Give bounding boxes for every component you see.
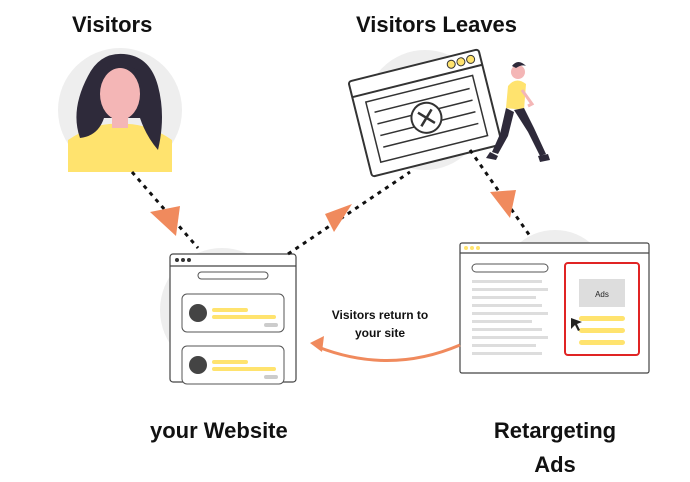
walking-person	[486, 62, 550, 162]
arrow-heads	[150, 190, 516, 236]
arrow-to-website-icon	[150, 206, 180, 236]
your-website-label: your Website	[150, 418, 288, 443]
website-window	[169, 253, 297, 385]
retargeting-ads-line2: Ads	[534, 452, 576, 477]
exit-window	[348, 48, 503, 178]
return-arrow-head-icon	[310, 336, 324, 352]
ad-box-label: Ads	[595, 290, 609, 299]
return-label: Visitors return to your site	[316, 306, 444, 342]
retargeting-ads-line1: Retargeting	[493, 418, 617, 443]
arrow-to-leave-icon	[325, 204, 352, 232]
arrow-to-retarget-icon	[490, 190, 516, 218]
return-line1: Visitors return to	[331, 308, 429, 322]
visitor-avatar	[68, 53, 172, 172]
retargeting-ads-label: Retargeting Ads	[470, 414, 640, 482]
flow-connectors	[130, 149, 532, 256]
ad-highlight-border	[564, 262, 640, 356]
visitors-leaves-label: Visitors Leaves	[356, 12, 518, 37]
ad-box[interactable]	[579, 279, 625, 307]
cursor-icon	[571, 318, 582, 331]
retargeting-window	[459, 242, 650, 374]
return-line2: your site	[354, 326, 405, 340]
visitors-label: Visitors	[72, 12, 153, 37]
return-arrow	[317, 343, 461, 362]
